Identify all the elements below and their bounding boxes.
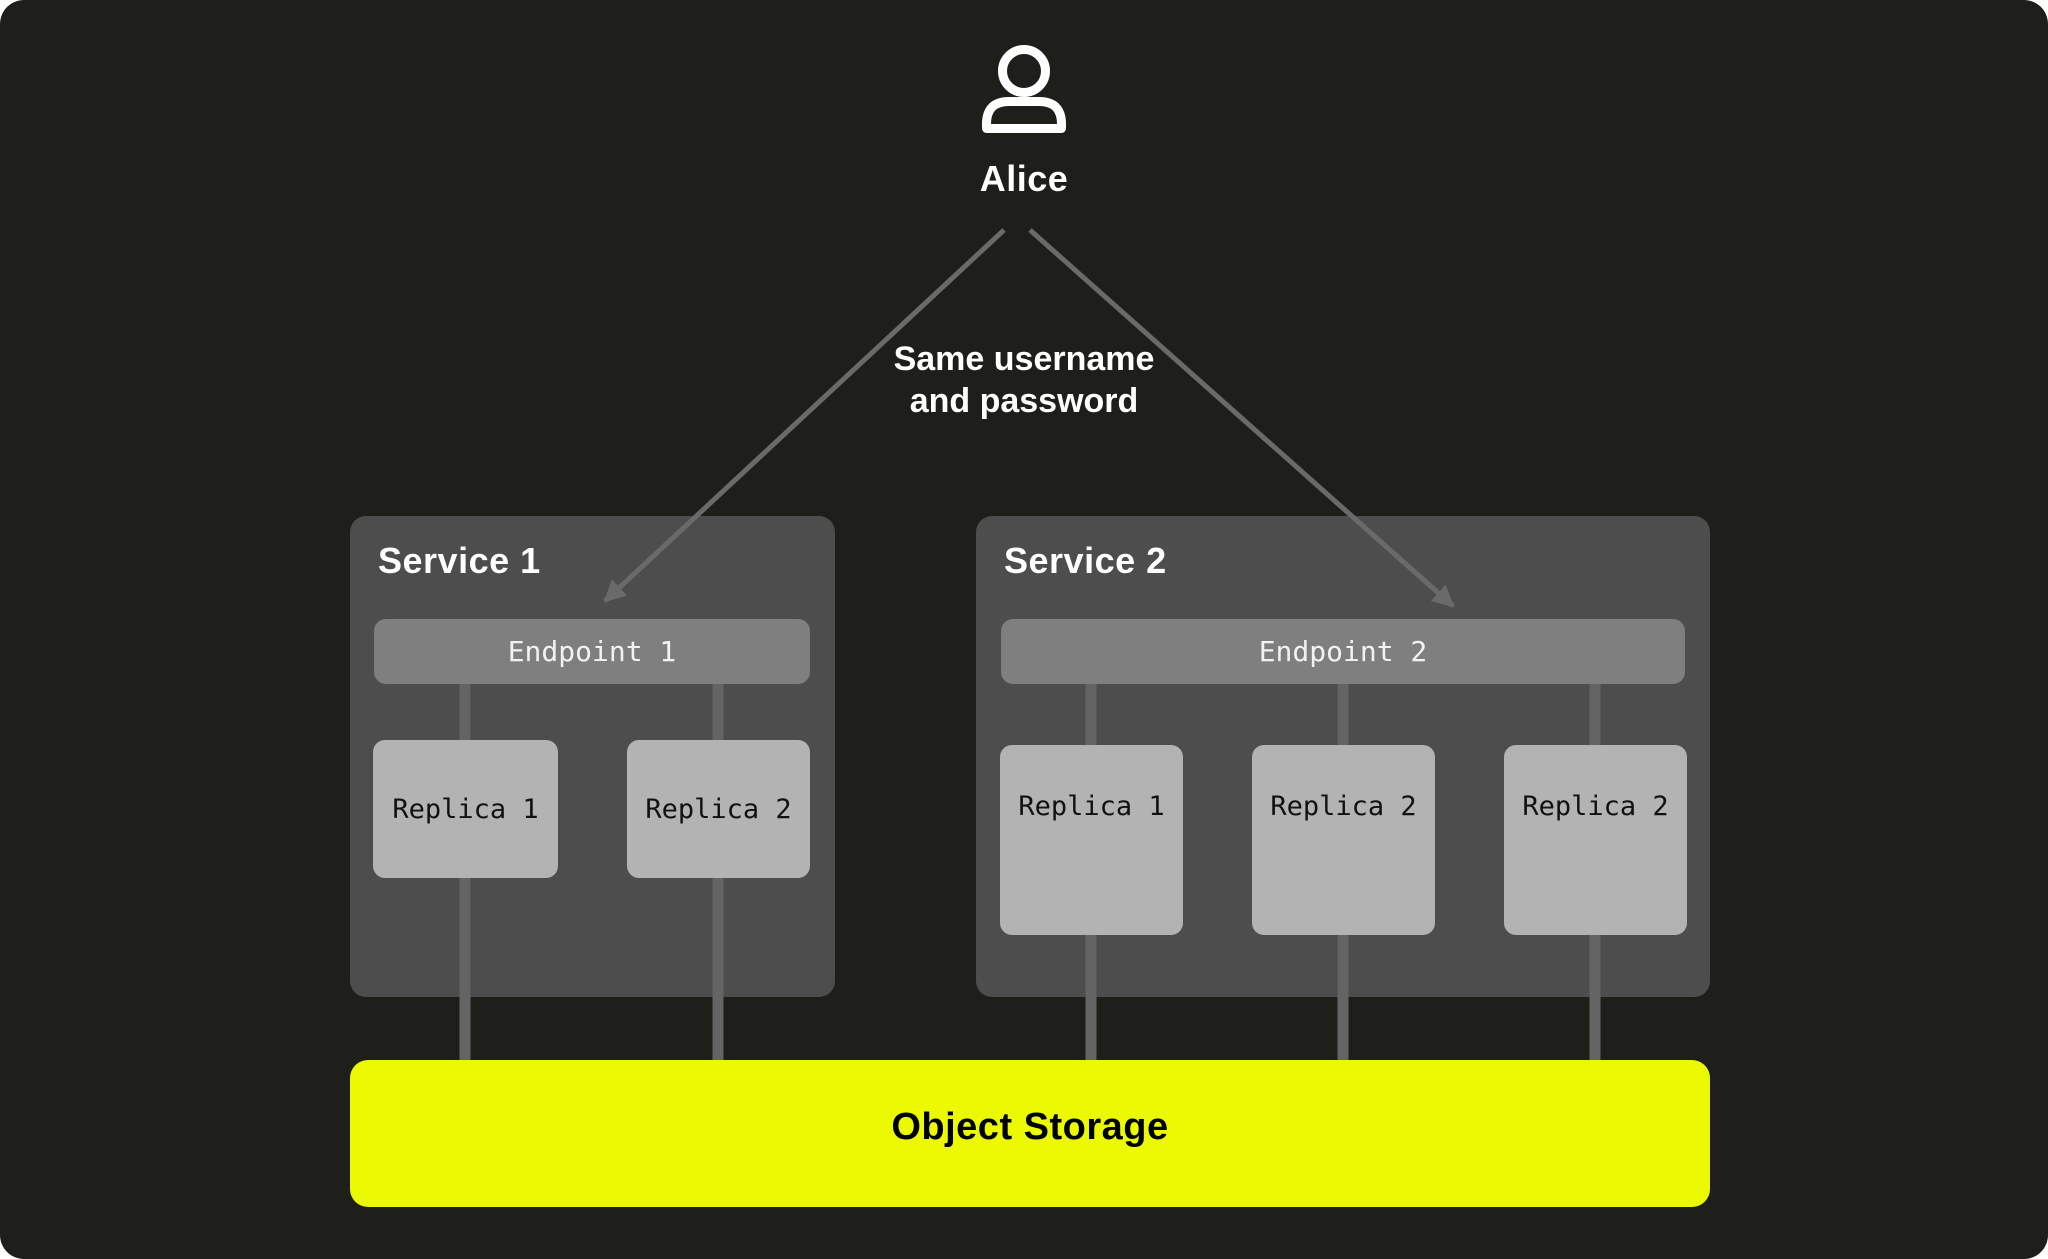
service-2-title: Service 2 <box>1004 540 1167 581</box>
service-1-replica-2: Replica 2 <box>627 740 810 878</box>
endpoint-2: Endpoint 2 <box>1001 619 1685 684</box>
person-icon <box>982 45 1066 133</box>
credentials-annotation-line2: and password <box>909 382 1139 420</box>
service-2-replica-1: Replica 1 <box>1000 745 1183 935</box>
object-storage-bar: Object Storage <box>350 1060 1710 1207</box>
service-2-replica-3: Replica 2 <box>1504 745 1687 935</box>
credentials-annotation-line1: Same username <box>893 340 1155 378</box>
user-name: Alice <box>979 158 1069 199</box>
credentials-annotation: Same username and password <box>824 338 1224 422</box>
service-2-replica-2: Replica 2 <box>1252 745 1435 935</box>
service-1-replica-1: Replica 1 <box>373 740 558 878</box>
endpoint-1: Endpoint 1 <box>374 619 810 684</box>
service-1-title: Service 1 <box>378 540 541 581</box>
